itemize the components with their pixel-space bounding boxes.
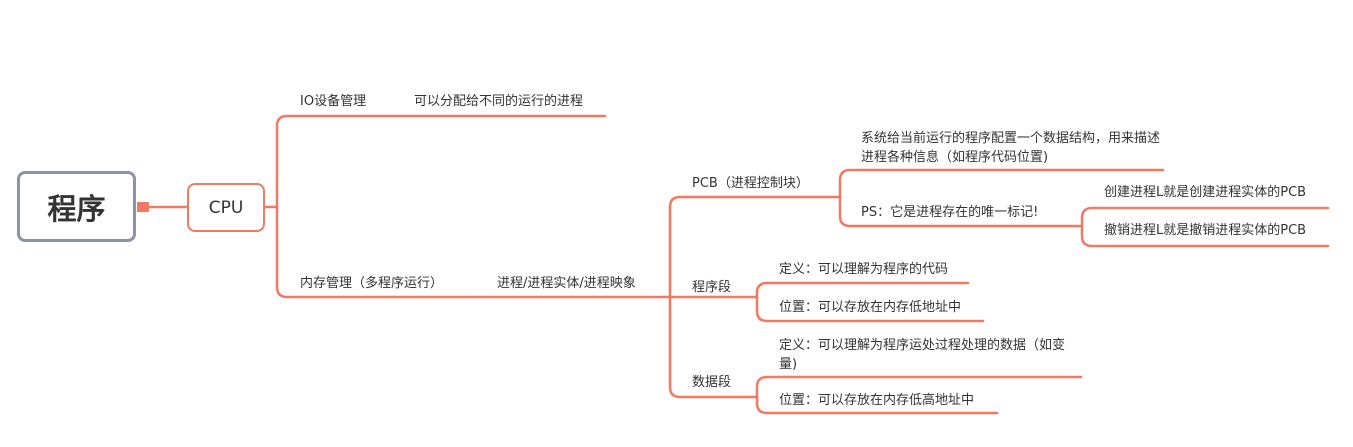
edge-pcb-desc	[836, 168, 1165, 199]
cpu-label: CPU	[208, 197, 244, 218]
pcb-create-topic[interactable]: 创建进程L就是创建进程实体的PCB	[1104, 185, 1307, 200]
edge-entity-pcb	[666, 195, 840, 299]
program-location-topic[interactable]: 位置：可以存放在内存低地址中	[779, 300, 962, 315]
program-segment-topic[interactable]: 程序段	[692, 280, 732, 295]
edge-entity-data	[668, 295, 757, 399]
edge-data-location	[755, 395, 999, 415]
root-label: 程序	[47, 191, 106, 226]
edge-pcb-ps	[838, 195, 1082, 228]
data-segment-topic[interactable]: 数据段	[692, 375, 732, 390]
program-definition-topic[interactable]: 定义：可以理解为程序的代码	[779, 262, 949, 277]
edge-cpu-memory	[275, 205, 482, 299]
memory-topic[interactable]: 内存管理（多程序运行）	[300, 276, 444, 291]
edge-program-location	[755, 295, 985, 323]
data-definition-topic[interactable]: 定义：可以理解为程序运处过程处理的数据（如变量)	[779, 338, 1066, 372]
edge-ps-destroy	[1080, 224, 1330, 248]
cpu-node[interactable]: CPU	[187, 183, 265, 232]
io-child-topic[interactable]: 可以分配给不同的运行的进程	[414, 94, 584, 109]
edge-program-definition	[753, 281, 970, 299]
edge-ps-create	[1078, 206, 1330, 228]
io-topic[interactable]: IO设备管理	[300, 94, 367, 109]
data-location-topic[interactable]: 位置：可以存放在内存低高地址中	[779, 393, 975, 408]
edge-data-definition	[753, 375, 1083, 399]
pcb-description-topic[interactable]: 系统给当前运行的程序配置一个数据结构，用来描述进程各种信息（如程序代码位置)	[861, 131, 1161, 165]
pcb-ps-topic[interactable]: PS：它是进程存在的唯一标记!	[861, 205, 1039, 220]
pcb-destroy-topic[interactable]: 撤销进程L就是撤销进程实体的PCB	[1104, 223, 1307, 238]
process-entity-topic[interactable]: 进程/进程实体/进程映象	[497, 276, 636, 291]
root-node[interactable]: 程序	[17, 171, 136, 242]
edge-cpu-io	[263, 114, 387, 209]
pcb-topic[interactable]: PCB（进程控制块）	[692, 176, 809, 191]
root-connector-handle[interactable]	[137, 202, 149, 212]
